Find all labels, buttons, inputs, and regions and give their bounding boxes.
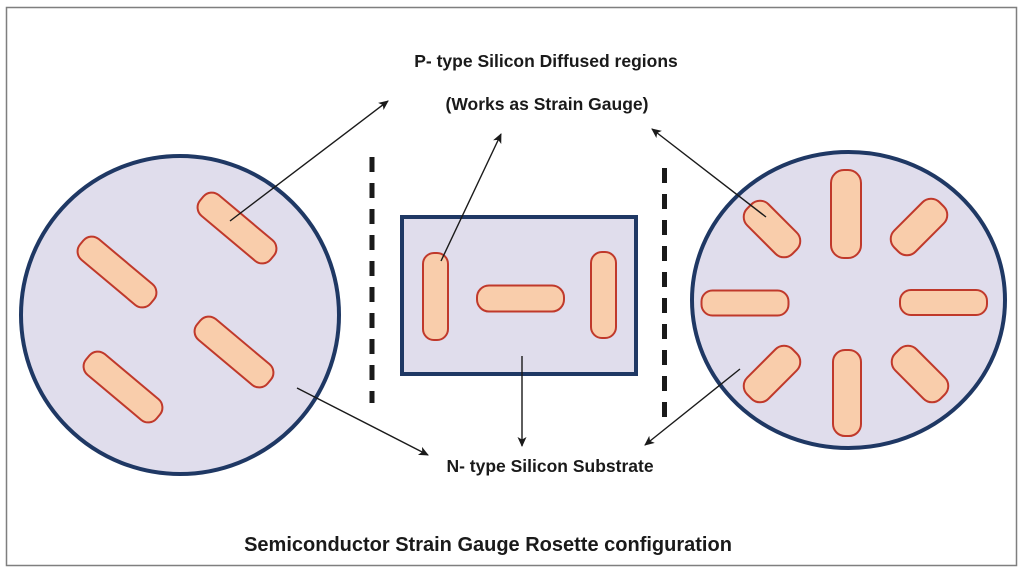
p-type-label-line2: (Works as Strain Gauge) xyxy=(446,94,649,114)
left-substrate-panel xyxy=(19,154,341,476)
strain-gauge xyxy=(832,349,862,437)
strain-gauge xyxy=(700,289,790,317)
middle-substrate-panel xyxy=(400,215,638,376)
annotation-arrow-chip-gauge-to-ptype xyxy=(440,133,502,262)
strain-gauge xyxy=(830,169,862,259)
strain-gauge xyxy=(196,191,278,265)
strain-gauge xyxy=(742,199,802,259)
annotation-arrow-right-circle-to-ntype xyxy=(644,368,741,446)
annotation-arrow-rosette-gauge-to-ptype xyxy=(651,128,767,218)
annotation-arrow-left-circle-to-ntype xyxy=(296,387,429,456)
strain-gauge xyxy=(422,252,449,341)
strain-gauge xyxy=(899,289,988,316)
figure-title: Semiconductor Strain Gauge Rosette confi… xyxy=(244,534,732,556)
annotation-arrow-left-gauge-to-ptype xyxy=(229,100,389,222)
strain-gauge xyxy=(590,251,617,339)
right-rosette-panel xyxy=(690,150,1007,450)
silicon-substrate-circle-left xyxy=(19,154,341,476)
strain-gauge xyxy=(82,350,164,424)
strain-gauge xyxy=(890,344,950,404)
strain-gauge xyxy=(76,235,158,309)
p-type-label-line1: P- type Silicon Diffused regions xyxy=(414,51,678,71)
strain-gauge xyxy=(889,197,949,257)
strain-gauge xyxy=(193,315,275,389)
outer-border xyxy=(5,6,1018,567)
strain-gauge xyxy=(476,284,565,313)
n-type-label: N- type Silicon Substrate xyxy=(446,456,653,476)
strain-gauge xyxy=(742,344,802,404)
